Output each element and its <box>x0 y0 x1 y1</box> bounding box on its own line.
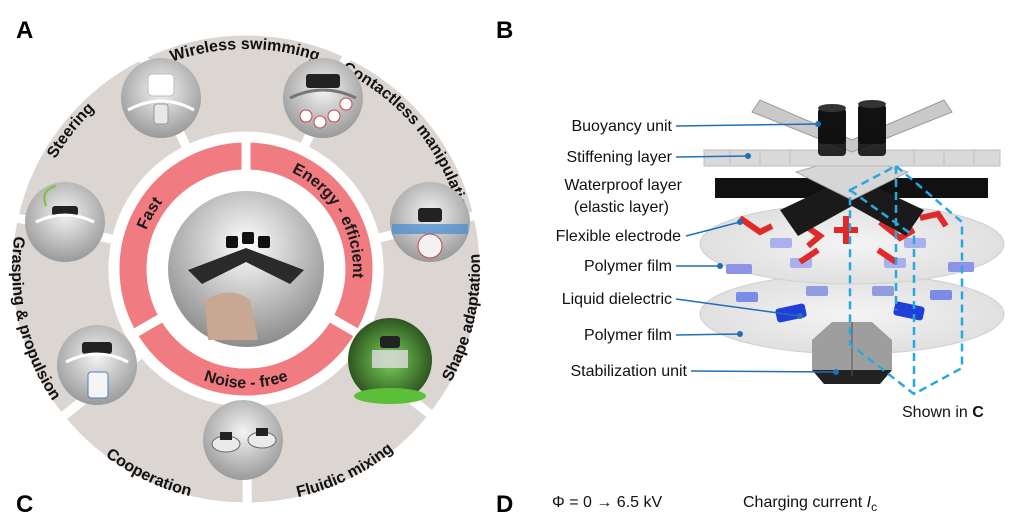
leader-line-8 <box>690 370 837 373</box>
label-stabilization-unit-8: Stabilization unit <box>570 363 687 380</box>
leader-line-4 <box>685 221 741 237</box>
label-polymer-film-7: Polymer film <box>584 327 672 344</box>
flexible-electrode <box>738 210 949 265</box>
label-stiffening-layer-1: Stiffening layer <box>566 149 672 166</box>
center-photo <box>168 191 324 347</box>
label-liquid-dielectric-6: Liquid dielectric <box>562 291 672 308</box>
panel-letter-b: B <box>496 17 513 44</box>
stiffening-layer <box>703 99 1001 167</box>
label-waterproof-layer-2: Waterproof layer <box>564 177 682 194</box>
leader-dot-4 <box>737 219 743 225</box>
leader-dot-8 <box>833 369 839 375</box>
photo-contactless-manipulation <box>283 58 363 138</box>
shown-in-caption: Shown in C <box>902 404 984 421</box>
inner-segment-noise-free <box>126 310 366 405</box>
leader-line-0 <box>675 123 819 127</box>
photo-wireless-swimming <box>121 58 201 138</box>
leader-line-7 <box>675 333 741 336</box>
label-flexible-electrode-4: Flexible electrode <box>556 228 682 245</box>
leader-dot-5 <box>717 263 723 269</box>
label-buoyancy-unit-0: Buoyancy unit <box>571 118 672 135</box>
buoyancy-unit <box>818 100 886 156</box>
panel-letter-c: C <box>16 491 33 518</box>
leader-dot-0 <box>815 121 821 127</box>
photo-fluidic-mixing <box>348 318 432 404</box>
charging-current-label: Charging current Ic <box>743 494 877 514</box>
panel-letter-d: D <box>496 491 513 518</box>
leader-dot-7 <box>737 331 743 337</box>
leader-dot-6 <box>797 313 803 319</box>
photo-shape-adaptation <box>390 182 470 262</box>
photo-grasping-propulsion <box>57 325 137 405</box>
leader-dot-1 <box>745 153 751 159</box>
photo-steering <box>25 182 105 262</box>
photo-cooperation <box>203 400 283 480</box>
leader-line-1 <box>675 155 749 158</box>
label-elastic-layer-3: (elastic layer) <box>574 199 669 216</box>
shown-in-c-box <box>848 164 964 396</box>
voltage-label: Φ = 0 → 6.5 kV <box>552 494 662 511</box>
exploded-device <box>699 99 1005 396</box>
label-polymer-film-5: Polymer film <box>584 258 672 275</box>
leader-line-6 <box>675 298 801 317</box>
panel-letter-a: A <box>16 17 33 44</box>
stabilization-unit <box>812 322 892 384</box>
